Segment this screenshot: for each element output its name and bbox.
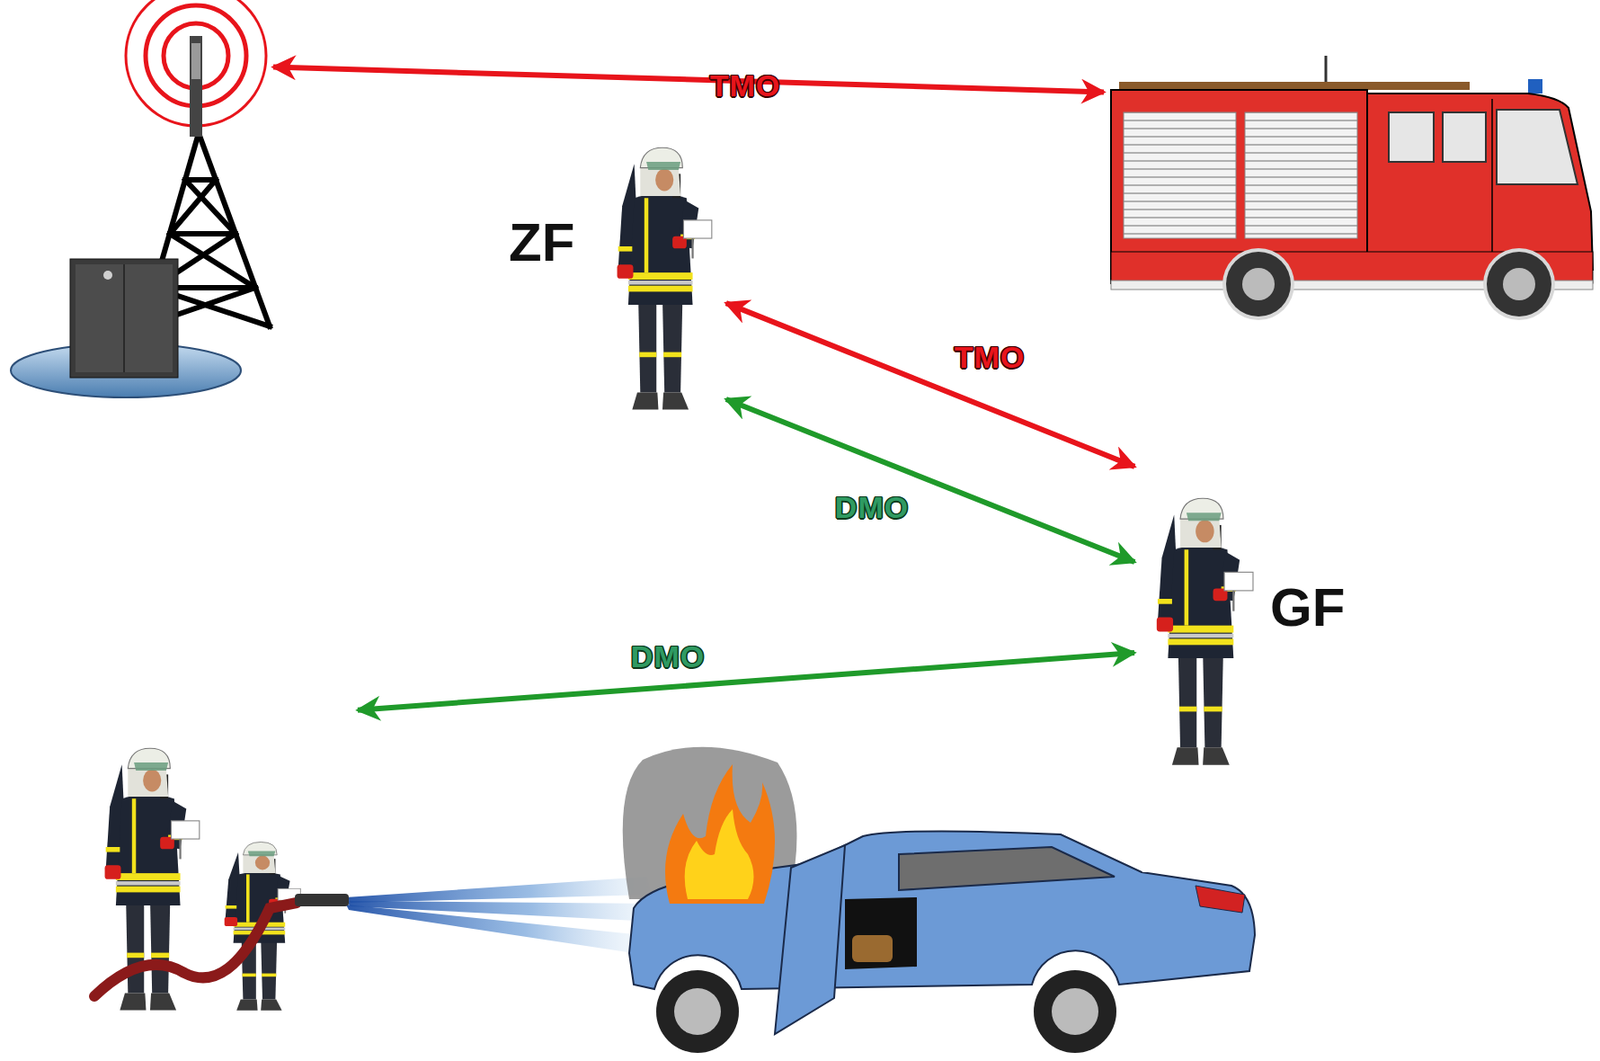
burning-car (1051, 987, 1099, 1035)
picture-node (1106, 81, 1597, 320)
picture-node (89, 692, 356, 1023)
radio-tower (123, 264, 125, 373)
radio-tower (10, 0, 270, 398)
group-leader-figure (1156, 497, 1254, 765)
radio-tower (70, 258, 178, 378)
burning-car (684, 808, 755, 899)
connectors (273, 66, 1135, 710)
mode-label: TMO (954, 341, 1026, 373)
fire-truck (1502, 267, 1536, 301)
role-node: GF (1137, 462, 1380, 783)
radio-tower (169, 179, 216, 234)
water-spray (346, 904, 643, 953)
radio-tower (191, 43, 201, 80)
platoon-leader-figure (617, 147, 712, 409)
fire-truck (1442, 112, 1486, 162)
radio-tower (103, 270, 113, 280)
attack-team-figures (94, 747, 349, 1010)
role-label: GF (1270, 580, 1345, 635)
fire-truck (1491, 98, 1494, 270)
burning-car (1033, 969, 1117, 1053)
burning-car (665, 764, 775, 904)
fire-truck (1242, 267, 1275, 301)
fire-truck (1388, 112, 1434, 162)
burning-car (656, 969, 739, 1053)
fire-truck (1528, 79, 1543, 94)
radio-tower (169, 231, 236, 237)
radio-link-arrow (726, 302, 1135, 467)
mode-label: DMO (835, 491, 909, 523)
fire-truck (1483, 248, 1556, 320)
burning-car (844, 897, 917, 969)
attack-team-figures (94, 902, 297, 996)
fire-truck (1226, 251, 1291, 317)
fire-truck (1496, 109, 1578, 185)
radio-tower (169, 233, 256, 288)
radio-link-arrow (726, 399, 1135, 562)
burning-car (852, 934, 893, 962)
mode-label: DMO (631, 640, 705, 672)
fire-truck (1119, 81, 1470, 90)
radio-tower (163, 23, 229, 89)
radio-tower (75, 264, 173, 373)
role-node: ZF (503, 142, 724, 418)
attack-team-figures (294, 893, 349, 907)
role-label: ZF (508, 215, 575, 270)
radio-link-arrow (273, 66, 1104, 92)
picture-node (9, 9, 271, 399)
water-spray (346, 876, 657, 953)
fire-truck (1123, 112, 1236, 239)
burning-car (774, 844, 845, 1034)
burning-car (622, 746, 1255, 1053)
fire-truck (1367, 93, 1593, 270)
radio-link-arrow (357, 652, 1135, 711)
fire-truck (1111, 55, 1593, 320)
burning-car (1195, 885, 1245, 913)
fire-truck (1486, 251, 1552, 317)
mode-label: TMO (710, 70, 782, 101)
group-leader-figure (1156, 497, 1254, 765)
fire-truck (1244, 112, 1358, 239)
radio-tower (189, 35, 203, 137)
fire-truck (1222, 248, 1295, 320)
burning-car (674, 987, 721, 1035)
burning-car (898, 846, 1115, 890)
platoon-leader-figure (617, 147, 712, 409)
water-spray (346, 876, 652, 903)
